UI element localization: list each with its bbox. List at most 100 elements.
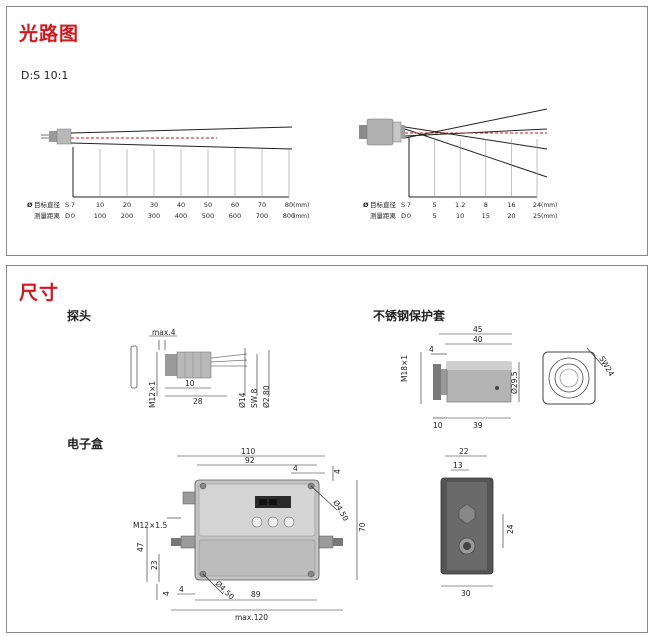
sleeve-label: 不锈钢保护套 [373, 308, 446, 323]
side-d24: 24 [506, 524, 515, 534]
right-dist-values: 0 5 10 15 20 25(mm) [407, 212, 557, 220]
dist-value: 5 [433, 212, 437, 220]
sensor-probe-left [41, 128, 72, 145]
spot-label-left: 目标直径 [34, 200, 61, 209]
spot-letter-right: S [401, 201, 405, 209]
beam-cross-3 [404, 128, 548, 178]
spot-value: 10 [96, 201, 104, 209]
box-phi450b: Ø4.50 [214, 579, 237, 602]
box-phi450a: Ø4.50 [331, 499, 350, 523]
sleeve-phi295: Ø29.5 [510, 371, 519, 394]
box-d4bottom: 4 [179, 585, 184, 594]
dimensions-panel: 尺寸 探头 max.4 M12× [6, 265, 648, 633]
left-scale-grid [72, 147, 290, 198]
beam-edge-top-left [70, 126, 293, 134]
beam-cross-1 [404, 126, 548, 150]
box-d47: 47 [136, 542, 145, 552]
probe-m12: M12×1 [148, 381, 157, 408]
dist-label-right: 测量距离 [370, 211, 397, 220]
box-d70: 70 [358, 522, 367, 532]
box-d4left: 4 [162, 591, 171, 596]
spot-value: 24 [533, 201, 541, 209]
beam-edge-bottom-left [70, 142, 293, 150]
spot-label-right: 目标直径 [370, 200, 397, 209]
side-d22: 22 [459, 447, 469, 456]
dist-value: 800 [283, 212, 295, 220]
dist-value: 200 [121, 212, 133, 220]
sleeve-d40: 40 [473, 335, 483, 344]
side-d30: 30 [461, 589, 471, 598]
unit-label: (mm) [293, 202, 309, 209]
probe-sw8: SW 8 [250, 388, 259, 408]
spot-value: 1.2 [455, 201, 465, 209]
box-d110: 110 [241, 447, 256, 456]
probe-d28: 28 [193, 397, 203, 406]
spot-value: 30 [150, 201, 158, 209]
dist-value: 10 [456, 212, 464, 220]
spot-value: 40 [177, 201, 185, 209]
box-d23: 23 [150, 560, 159, 570]
sleeve-d4: 4 [429, 345, 434, 354]
spot-letter-left: S [65, 201, 69, 209]
dist-value: 400 [175, 212, 187, 220]
side-d13: 13 [453, 461, 463, 470]
dist-value: 600 [229, 212, 241, 220]
dist-label-left: 测量距离 [34, 211, 61, 220]
spot-value: 20 [123, 201, 131, 209]
box-label: 电子盒 [67, 436, 104, 451]
dist-value: 0 [407, 212, 411, 220]
box-d4right: 4 [333, 469, 342, 474]
right-scale-grid [408, 137, 538, 198]
ratio-label: D:S 10:1 [21, 69, 68, 82]
sleeve-sw24: SW24 [597, 355, 616, 379]
unit-label: (mm) [541, 213, 557, 220]
unit-label: (mm) [293, 213, 309, 220]
electronic-box-drawing: 110 92 4 4 [133, 447, 367, 622]
spot-value: 80 [285, 201, 293, 209]
probe-phi14: Ø14 [238, 392, 247, 408]
section-title-optics: 光路图 [19, 23, 80, 45]
box-side-view: 22 13 24 30 [440, 447, 515, 598]
dist-value: 25 [533, 212, 541, 220]
box-d4top: 4 [293, 464, 298, 473]
box-d89: 89 [251, 590, 261, 599]
box-d92: 92 [245, 456, 255, 465]
probe-max4: max.4 [152, 328, 176, 337]
probe-d10: 10 [185, 379, 195, 388]
dimension-drawings: 探头 max.4 M12×1 10 28 [67, 308, 616, 622]
spot-value: 7 [71, 201, 75, 209]
sleeve-d45: 45 [473, 325, 483, 334]
spot-value: 60 [231, 201, 239, 209]
sleeve-d10: 10 [433, 421, 443, 430]
spot-value: 70 [258, 201, 266, 209]
dist-value: 300 [148, 212, 160, 220]
beam-cross-2 [404, 108, 548, 139]
left-spot-values: 7 10 20 30 40 50 60 70 80(mm) [71, 201, 309, 209]
dist-value: 20 [507, 212, 515, 220]
box-m12x15: M12×1.5 [133, 521, 167, 530]
section-title-dims: 尺寸 [19, 282, 60, 304]
spot-value: 8 [484, 201, 488, 209]
dist-value: 500 [202, 212, 214, 220]
sleeve-d39: 39 [473, 421, 483, 430]
dist-value: 100 [94, 212, 106, 220]
sensor-probe-right [359, 118, 405, 146]
unit-label: (mm) [541, 202, 557, 209]
probe-phi280: Ø2.80 [262, 385, 271, 408]
box-max120: max.120 [235, 613, 268, 622]
spot-value: 16 [507, 201, 515, 209]
probe-label: 探头 [67, 308, 91, 323]
spot-value: 7 [407, 201, 411, 209]
spot-value: 50 [204, 201, 212, 209]
probe-drawing: max.4 M12×1 10 28 Ø14 SW 8 Ø2.80 [130, 328, 271, 408]
dist-letter-left: D [65, 212, 70, 220]
dist-value: 15 [482, 212, 490, 220]
sleeve-m18: M18×1 [400, 355, 409, 382]
dist-value: 700 [256, 212, 268, 220]
dist-letter-right: D [401, 212, 406, 220]
